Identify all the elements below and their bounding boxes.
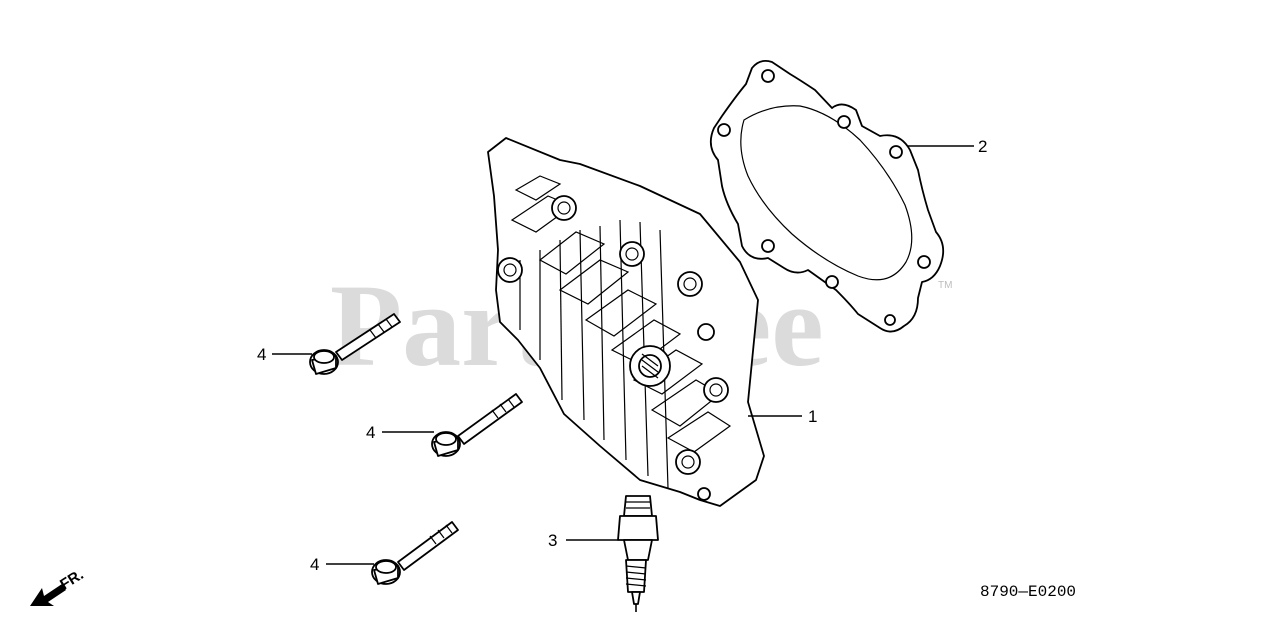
callout-4-middle[interactable]: 4 xyxy=(366,423,375,442)
spark-plug[interactable] xyxy=(617,495,659,612)
callout-4-lower[interactable]: 4 xyxy=(310,555,319,574)
watermark-trademark: TM xyxy=(938,280,952,291)
front-direction-arrow-icon xyxy=(30,584,66,606)
callout-4-upper[interactable]: 4 xyxy=(257,345,266,364)
callout-1[interactable]: 1 xyxy=(808,407,817,426)
head-gasket[interactable] xyxy=(709,59,945,333)
flange-bolt-upper[interactable] xyxy=(309,313,401,375)
callout-3[interactable]: 3 xyxy=(548,531,557,550)
flange-bolt-middle[interactable] xyxy=(431,393,523,457)
cylinder-head[interactable] xyxy=(487,137,765,507)
flange-bolt-lower[interactable] xyxy=(371,521,459,585)
callout-2[interactable]: 2 xyxy=(978,137,987,156)
diagram-code: 8790—E0200 xyxy=(980,583,1076,601)
